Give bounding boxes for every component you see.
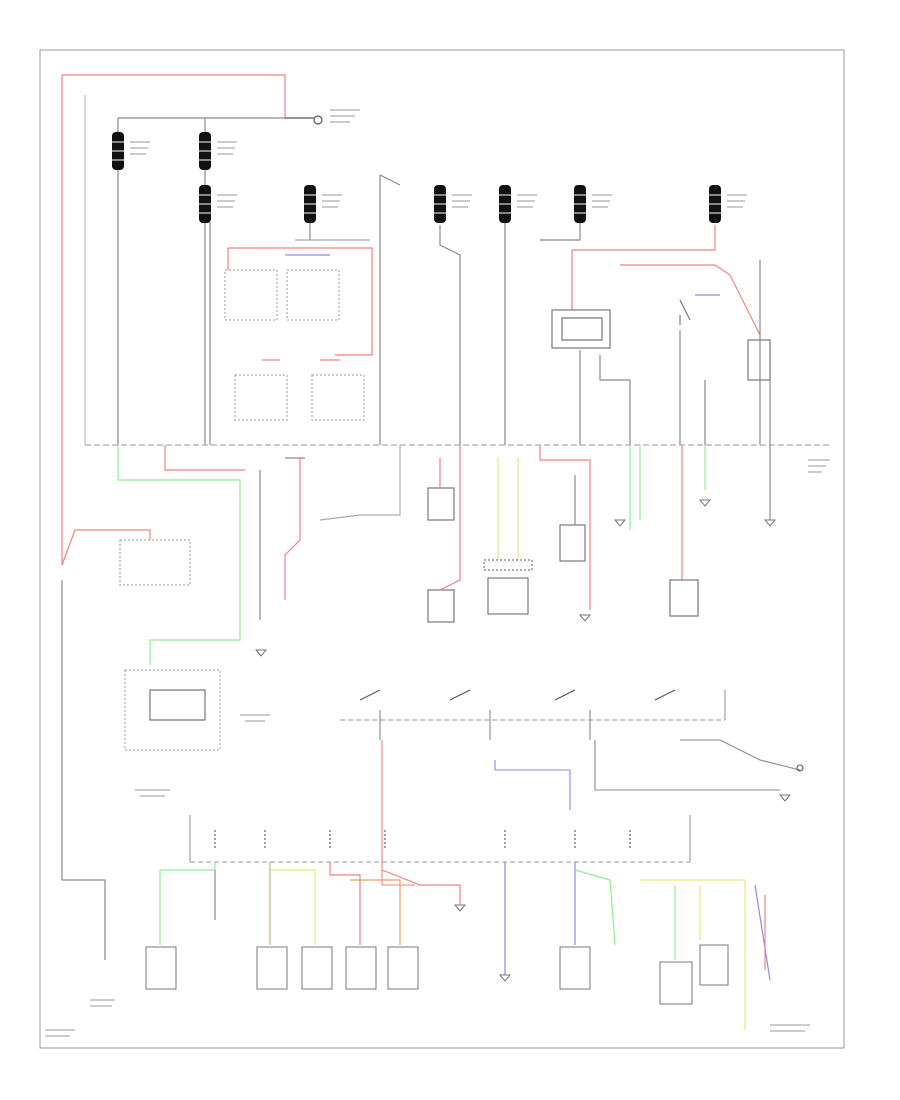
component-box [483, 559, 533, 571]
ground-icon [453, 904, 467, 912]
connector-icon [796, 764, 804, 772]
component-box [145, 946, 177, 990]
middle-section [61, 445, 771, 960]
fuse-block-row [189, 815, 691, 863]
component-box [256, 946, 288, 990]
component-box [301, 946, 333, 990]
red-branch [329, 862, 361, 945]
component-box [427, 589, 455, 623]
ignition-switch-row [340, 689, 804, 886]
ground-icon [578, 614, 592, 622]
component-box [659, 961, 693, 1005]
bottom-components [145, 944, 729, 1005]
battery-red-wire [61, 529, 151, 566]
component-box [387, 946, 419, 990]
fuse-icon [112, 132, 124, 170]
fuse-array [112, 132, 721, 223]
ignition-red-wire [381, 740, 415, 886]
component-box [699, 944, 729, 986]
ground-icon [698, 499, 712, 507]
component-box [559, 524, 586, 562]
ground-icon [613, 519, 627, 527]
green-wire-left [117, 445, 241, 665]
ground-icon [254, 649, 268, 657]
relay-box-5 [551, 309, 611, 349]
fuse-icon [499, 185, 511, 223]
top-connector [313, 115, 323, 125]
fuse-icon [574, 185, 586, 223]
component-box [487, 577, 529, 615]
component-box [559, 946, 591, 990]
ground-icon [763, 519, 777, 527]
green-branch [159, 862, 216, 945]
component-box [345, 946, 377, 990]
fuse-icon [199, 132, 211, 170]
ignition-blue-wire [494, 760, 571, 810]
relay-box-4 [311, 374, 365, 421]
diagram-border [39, 49, 845, 1049]
main-feed-wire [61, 74, 286, 565]
fuse-icon [304, 185, 316, 223]
fuse-icon [709, 185, 721, 223]
ground-icon [498, 974, 512, 982]
relay-red-top [227, 247, 373, 356]
top-section [61, 74, 771, 565]
bottom-wires [159, 862, 771, 1030]
relay-box-6 [747, 339, 771, 381]
relay-red-right [571, 225, 716, 310]
label-marks [45, 109, 830, 1037]
ground-icon [778, 794, 792, 802]
relay-box-2 [286, 269, 340, 321]
relay-box-3 [234, 374, 288, 421]
component-box [669, 579, 699, 617]
component-box [427, 487, 455, 521]
fuse-icon [199, 185, 211, 223]
relay-box-1 [224, 269, 278, 321]
power-distribution-box [124, 669, 221, 751]
battery-box [119, 539, 191, 586]
fuse-icon [434, 185, 446, 223]
